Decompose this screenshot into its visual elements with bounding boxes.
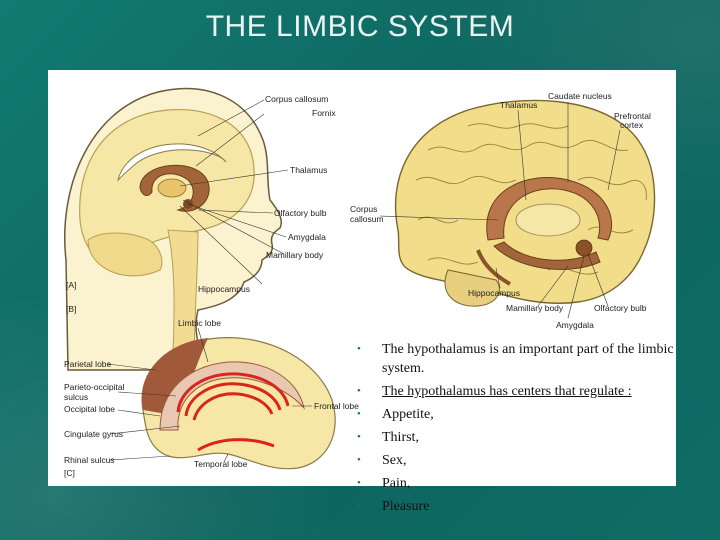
bullet-text: The hypothalamus is an important part of… [382, 342, 674, 376]
panel-a-head: Corpus callosum Fornix Thalamus Olfactor… [64, 87, 336, 371]
label-parieto-occipital-2: sulcus [64, 392, 88, 402]
panel-b-leader-lines [379, 102, 621, 319]
label-caudate-nucleus-b: Caudate nucleus [548, 91, 612, 101]
bullet-item: • Pain, [352, 474, 682, 493]
bullet-dot-icon: • [357, 343, 361, 355]
label-rhinal-sulcus: Rhinal sulcus [64, 455, 115, 465]
bullet-list: • The hypothalamus is an important part o… [352, 340, 682, 520]
bullet-item: • Appetite, [352, 405, 682, 424]
panel-c-lobes: Limbic lobe Parietal lobe Parieto-occipi… [64, 318, 359, 478]
label-olfactory-bulb-a: Olfactory bulb [274, 208, 327, 218]
label-parietal-lobe: Parietal lobe [64, 359, 112, 369]
bullet-item: • Sex, [352, 451, 682, 470]
bullet-dot-icon: • [357, 431, 361, 443]
label-mamillary-body-a: Mamillary body [266, 250, 324, 260]
label-prefrontal-b-2: cortex [620, 120, 644, 130]
label-cingulate-gyrus: Cingulate gyrus [64, 429, 123, 439]
label-olfactory-bulb-b: Olfactory bulb [594, 303, 647, 313]
temporal-stripe [197, 438, 275, 452]
bullet-dot-icon: • [357, 454, 361, 466]
thalamus-shape-b [515, 203, 581, 237]
bullet-text: Thirst, [382, 430, 419, 445]
label-temporal-lobe: Temporal lobe [194, 459, 248, 469]
bullet-text: Pain, [382, 476, 411, 491]
bullet-dot-icon: • [357, 477, 361, 489]
panel-b-brain: Thalamus Caudate nucleus Prefrontal cort… [350, 91, 656, 330]
bullet-dot-icon: • [357, 408, 361, 420]
label-frontal-lobe: Frontal lobe [314, 401, 359, 411]
panel-c-leader-lines [107, 327, 312, 463]
label-corpus-callosum-b-1: Corpus [350, 204, 377, 214]
panel-c-tag: [C] [64, 468, 75, 478]
label-limbic-lobe: Limbic lobe [178, 318, 221, 328]
thalamus-shape-a [157, 178, 187, 198]
corpus-callosum-shape [117, 143, 227, 182]
cerebellum-b [444, 269, 500, 307]
limbic-stripes [176, 372, 290, 421]
label-amygdala-b: Amygdala [556, 320, 594, 330]
panel-b-tag: [B] [66, 304, 76, 314]
cerebellum-a [87, 232, 163, 277]
label-fornix-a: Fornix [312, 108, 336, 118]
label-hippocampus-b: Hippocampus [468, 288, 520, 298]
bullet-item: • The hypothalamus has centers that regul… [352, 382, 682, 401]
limbic-illustration: Corpus callosum Fornix Thalamus Olfactor… [64, 87, 656, 478]
label-corpus-callosum-b-2: callosum [350, 214, 384, 224]
hippocampus-shape-b [476, 249, 511, 286]
label-thalamus-b: Thalamus [500, 100, 537, 110]
label-occipital-lobe: Occipital lobe [64, 404, 115, 414]
brain-gyri [415, 123, 647, 275]
parietal-occipital-region [142, 338, 208, 416]
brain-3d-outline [394, 99, 656, 304]
slide-title: THE LIMBIC SYSTEM [205, 10, 515, 43]
label-thalamus-a: Thalamus [290, 165, 327, 175]
caudate-shape-b [486, 177, 613, 241]
cingulate-region [159, 361, 305, 431]
panel-a-leader-lines [179, 99, 289, 285]
amygdala-shape-b [575, 239, 593, 257]
bullet-text: Sex, [382, 453, 407, 468]
fornix-shape-b [493, 241, 601, 270]
label-corpus-callosum-a: Corpus callosum [265, 94, 328, 104]
label-prefrontal-b-1: Prefrontal [614, 111, 651, 121]
bullet-dot-icon: • [357, 500, 361, 512]
bullet-dot-icon: • [357, 385, 361, 397]
bullet-item: • Pleasure [352, 497, 682, 516]
label-parieto-occipital-1: Parieto-occipital [64, 382, 125, 392]
bullet-item: • Thirst, [352, 428, 682, 447]
bullet-text: Pleasure [382, 499, 430, 514]
bullet-text: The hypothalamus has centers that regula… [382, 384, 632, 399]
limbic-figure: Corpus callosum Fornix Thalamus Olfactor… [48, 70, 676, 486]
label-hippocampus-a: Hippocampus [198, 284, 250, 294]
label-amygdala-a: Amygdala [288, 232, 326, 242]
panel-a-tag: [A] [66, 280, 76, 290]
label-mamillary-body-b: Mamillary body [506, 303, 564, 313]
bullet-item: • The hypothalamus is an important part o… [352, 340, 682, 378]
bullet-text: Appetite, [382, 407, 434, 422]
